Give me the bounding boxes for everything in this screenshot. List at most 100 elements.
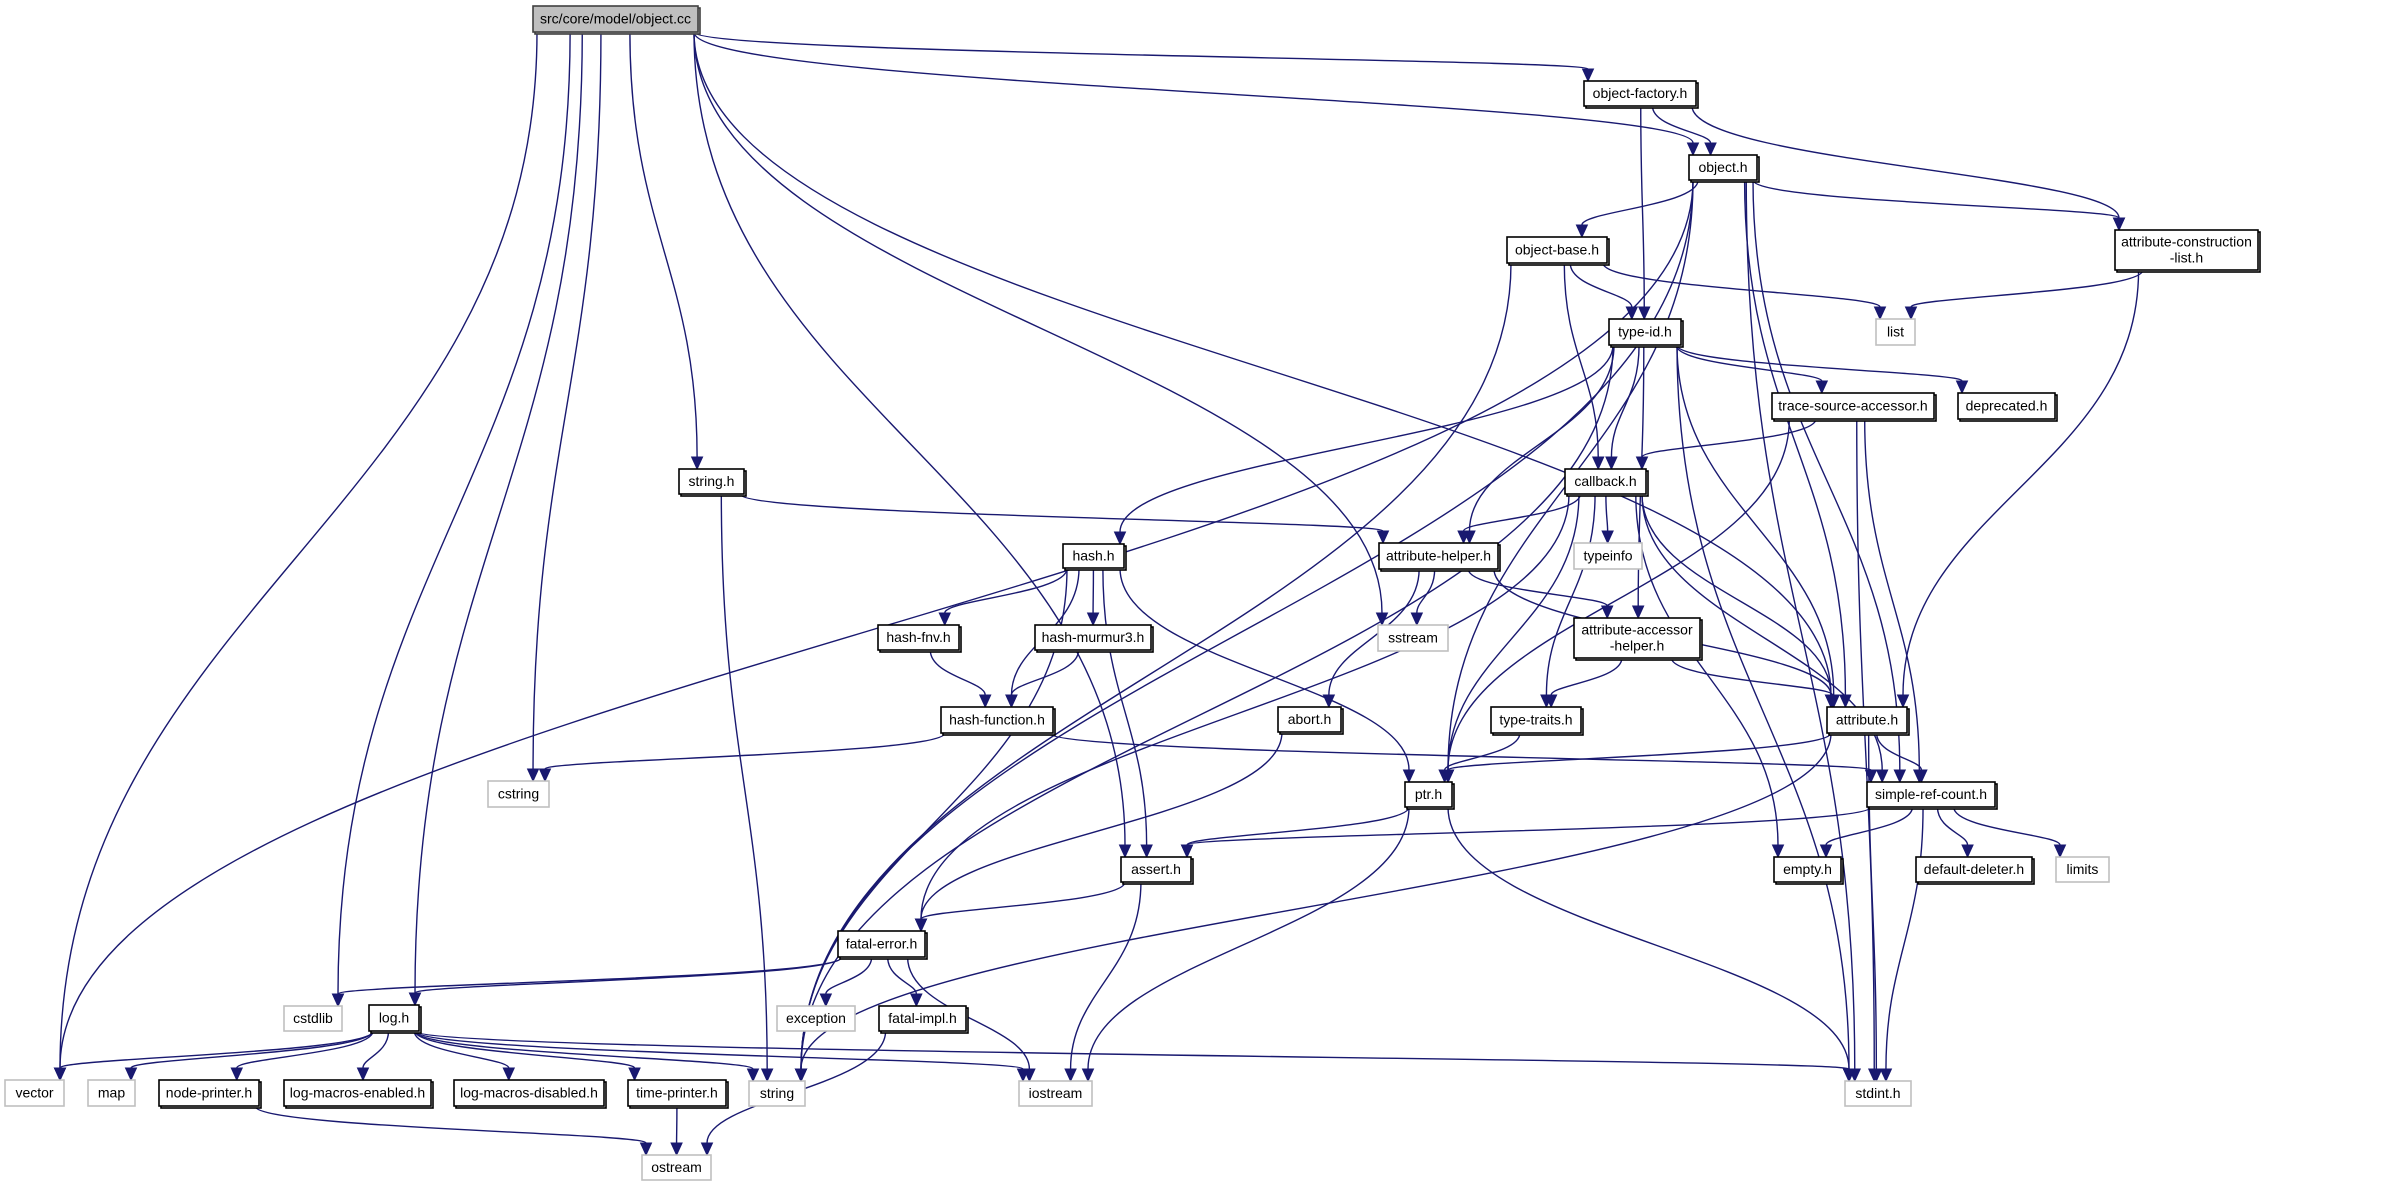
edge-type_traits_h-to-ptr_h <box>1443 732 1521 771</box>
node-object-cc[interactable]: src/core/model/object.cc <box>532 5 701 35</box>
node-box <box>1844 1080 1912 1107</box>
node-type-traits-h[interactable]: type-traits.h <box>1490 706 1584 736</box>
arrowhead-fatal_error_h-to-fatal_impl_h <box>910 993 923 1008</box>
node-ptr-h[interactable]: ptr.h <box>1404 781 1455 810</box>
arrowhead-attribute_construction_list_h-to-attribute_h <box>1896 694 1910 709</box>
node-label: log-macros-enabled.h <box>290 1085 425 1101</box>
node-box <box>1490 706 1582 734</box>
edge-log_h-to-log_macros_disabled_h <box>413 1030 510 1069</box>
node-log-h[interactable]: log.h <box>368 1004 422 1034</box>
node-label: sstream <box>1388 630 1438 646</box>
edge-type_id_h-to-callback_h <box>1610 344 1640 458</box>
node-hash-h[interactable]: hash.h <box>1062 543 1127 571</box>
arrowhead-string_h-to-string <box>760 1068 774 1083</box>
node-vector[interactable]: vector <box>4 1079 65 1107</box>
node-time-printer-h[interactable]: time-printer.h <box>627 1079 729 1109</box>
edge-attribute_helper_h-to-sstream <box>1416 568 1436 614</box>
edge-hash_h-to-ptr_h <box>1119 567 1410 771</box>
node-label: object-factory.h <box>1593 85 1688 101</box>
node-deprecated-h[interactable]: deprecated.h <box>1957 392 2058 422</box>
node-box <box>1573 617 1701 659</box>
node-assert-h[interactable]: assert.h <box>1120 856 1194 885</box>
node-label: -helper.h <box>1610 638 1664 654</box>
node-box <box>87 1079 136 1107</box>
node-log-macros-disabled-h[interactable]: log-macros-disabled.h <box>453 1079 607 1109</box>
edge-attribute_helper_h-to-abort_h <box>1328 568 1420 696</box>
edge-simple_ref_count_h-to-stdint_h <box>1885 806 1924 1070</box>
node-label: empty.h <box>1783 861 1832 877</box>
node-ostream[interactable]: ostream <box>641 1154 712 1181</box>
node-fatal-impl-h[interactable]: fatal-impl.h <box>878 1005 969 1034</box>
node-box <box>1018 1080 1093 1107</box>
edge-simple_ref_count_h-to-empty_h <box>1825 806 1914 846</box>
node-sstream[interactable]: sstream <box>1377 624 1449 652</box>
edge-object_base_h-to-callback_h <box>1563 262 1599 458</box>
node-box <box>158 1079 260 1107</box>
edge-log_h-to-stdint_h <box>414 1030 1850 1070</box>
node-exception[interactable]: exception <box>776 1005 856 1032</box>
node-log-macros-enabled-h[interactable]: log-macros-enabled.h <box>283 1079 434 1109</box>
node-attribute-accessor-helper-h[interactable]: attribute-accessor-helper.h <box>1573 617 1703 661</box>
arrowhead-log_h-to-log_macros_disabled_h <box>502 1067 516 1082</box>
node-simple-ref-count-h[interactable]: simple-ref-count.h <box>1866 781 1998 810</box>
node-label: stdint.h <box>1855 1085 1900 1101</box>
node-default-deleter-h[interactable]: default-deleter.h <box>1915 856 2035 885</box>
node-stdint-h[interactable]: stdint.h <box>1844 1080 1912 1107</box>
node-cstdlib[interactable]: cstdlib <box>283 1005 343 1032</box>
node-object-h[interactable]: object.h <box>1688 154 1760 183</box>
node-list[interactable]: list <box>1875 318 1916 346</box>
node-abort-h[interactable]: abort.h <box>1277 706 1344 735</box>
node-attribute-h[interactable]: attribute.h <box>1826 706 1910 736</box>
node-fatal-error-h[interactable]: fatal-error.h <box>837 930 928 960</box>
node-box <box>1875 318 1916 346</box>
node-map[interactable]: map <box>87 1079 136 1107</box>
node-box <box>1583 80 1697 107</box>
node-typeinfo[interactable]: typeinfo <box>1573 542 1643 570</box>
nodes-layer: src/core/model/object.cc object-factory.h… <box>4 5 2261 1181</box>
node-cstring[interactable]: cstring <box>487 780 550 808</box>
node-box <box>1377 624 1449 652</box>
edge-hash_h-to-string <box>800 567 1068 1070</box>
edge-callback_h-to-typeinfo <box>1605 493 1609 532</box>
arrowhead-object_h-to-simple_ref_count_h <box>1893 769 1907 784</box>
arrowhead-fatal_error_h-to-cstdlib <box>331 993 345 1008</box>
node-empty-h[interactable]: empty.h <box>1773 856 1844 885</box>
arrowhead-hash_murmur3_h-to-hash_function_h <box>1005 694 1018 709</box>
edge-string_h-to-attribute_helper_h <box>739 493 1384 532</box>
node-object-base-h[interactable]: object-base.h <box>1506 236 1610 266</box>
node-hash-murmur3-h[interactable]: hash-murmur3.h <box>1034 624 1154 653</box>
node-string-h[interactable]: string.h <box>678 468 747 497</box>
edge-object_h-to-object_base_h <box>1581 179 1699 226</box>
node-attribute-construction-list-h[interactable]: attribute-construction-list.h <box>2114 229 2261 273</box>
node-label: default-deleter.h <box>1924 861 2024 877</box>
node-node-printer-h[interactable]: node-printer.h <box>158 1079 262 1109</box>
node-string[interactable]: string <box>748 1080 806 1107</box>
edge-object_cc-to-attribute_h <box>693 31 1832 696</box>
node-label: trace-source-accessor.h <box>1778 398 1927 414</box>
arrowhead-type_id_h-to-attribute_accessor_helper_h <box>1631 605 1645 620</box>
arrowhead-simple_ref_count_h-to-default_deleter_h <box>1961 844 1974 859</box>
node-iostream[interactable]: iostream <box>1018 1080 1093 1107</box>
node-limits[interactable]: limits <box>2055 856 2110 883</box>
node-label: fatal-impl.h <box>888 1010 956 1026</box>
node-hash-function-h[interactable]: hash-function.h <box>940 706 1056 736</box>
edge-attribute_h-to-string <box>800 732 1832 1070</box>
node-type-id-h[interactable]: type-id.h <box>1608 318 1684 348</box>
node-box <box>940 706 1054 734</box>
node-hash-fnv-h[interactable]: hash-fnv.h <box>877 624 962 653</box>
node-callback-h[interactable]: callback.h <box>1564 468 1649 497</box>
node-label: assert.h <box>1131 861 1181 877</box>
node-trace-source-accessor-h[interactable]: trace-source-accessor.h <box>1771 392 1937 422</box>
node-label: hash-function.h <box>949 712 1045 728</box>
edge-simple_ref_count_h-to-assert_h <box>1186 806 1872 846</box>
arrowhead-callback_h-to-simple_ref_count_h <box>1875 769 1889 784</box>
node-attribute-helper-h[interactable]: attribute-helper.h <box>1378 542 1501 572</box>
arrowhead-object_cc-to-object_factory_h <box>1581 68 1595 83</box>
node-object-factory-h[interactable]: object-factory.h <box>1583 80 1699 109</box>
arrowhead-hash_h-to-hash_fnv_h <box>938 612 952 627</box>
node-box <box>1506 236 1608 264</box>
edge-log_h-to-node_printer_h <box>236 1030 374 1069</box>
arrowhead-object_cc-to-string_h <box>690 456 704 471</box>
node-box <box>776 1005 856 1032</box>
